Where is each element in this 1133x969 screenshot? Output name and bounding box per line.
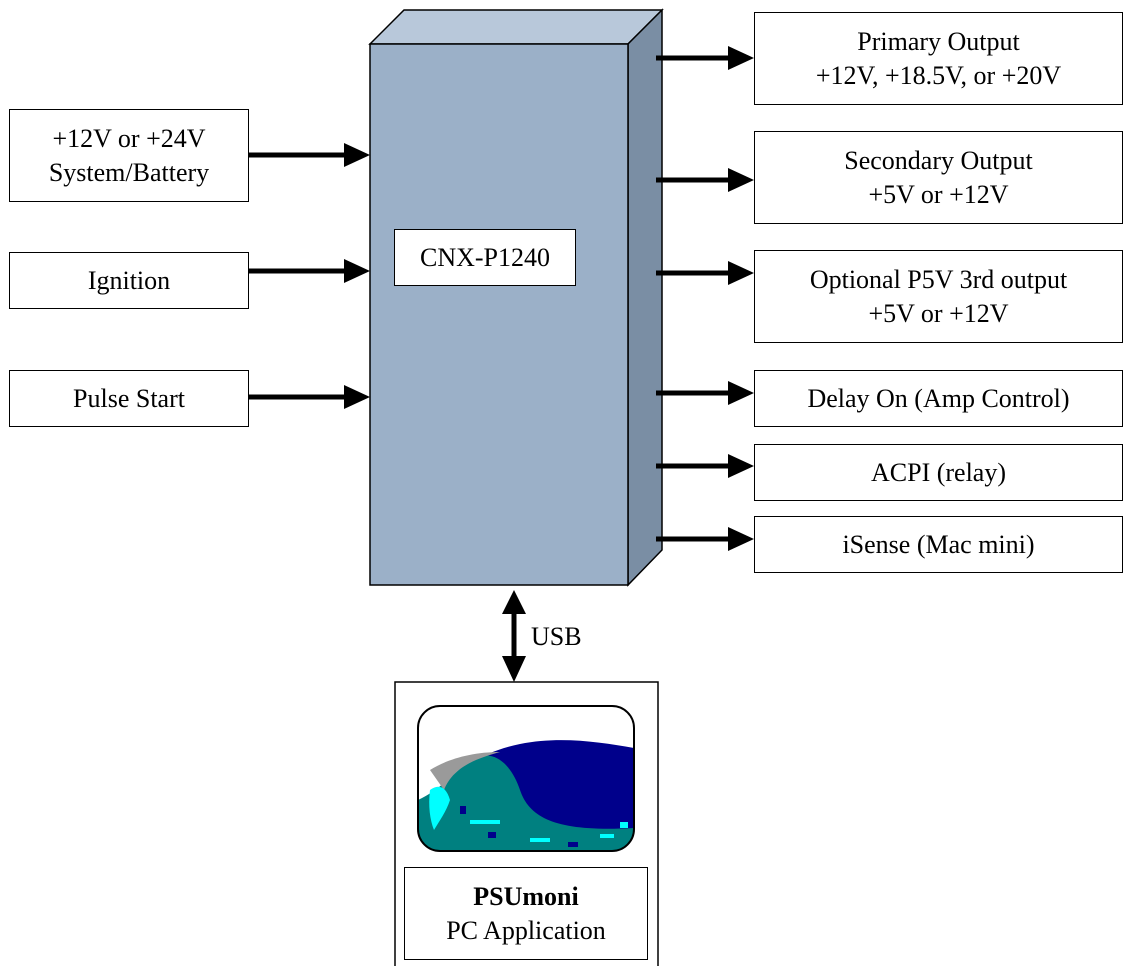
output-box-delay-on: Delay On (Amp Control) bbox=[754, 370, 1123, 427]
application-panel bbox=[394, 681, 659, 966]
output-isense-label: iSense (Mac mini) bbox=[842, 529, 1035, 559]
application-name: PSUmoni bbox=[473, 881, 579, 911]
output-primary-line-1: Primary Output bbox=[857, 26, 1020, 56]
output-box-acpi: ACPI (relay) bbox=[754, 444, 1123, 501]
output-secondary-line-2: +5V or +12V bbox=[868, 179, 1009, 209]
output-box-third: Optional P5V 3rd output +5V or +12V bbox=[754, 250, 1123, 343]
usb-label: USB bbox=[531, 622, 582, 651]
output-box-isense: iSense (Mac mini) bbox=[754, 516, 1123, 573]
input-arrows bbox=[249, 143, 370, 409]
device-side-face bbox=[627, 8, 663, 587]
output-third-line-1: Optional P5V 3rd output bbox=[809, 264, 1068, 294]
device-top-face bbox=[368, 9, 664, 45]
usb-arrow bbox=[502, 590, 526, 682]
output-primary-line-2: +12V, +18.5V, or +20V bbox=[815, 60, 1062, 90]
input-supply-line-2: System/Battery bbox=[48, 157, 210, 187]
device-label: CNX-P1240 bbox=[419, 242, 550, 272]
input-box-supply: +12V or +24V System/Battery bbox=[9, 109, 249, 202]
output-box-primary: Primary Output +12V, +18.5V, or +20V bbox=[754, 12, 1123, 105]
output-box-secondary: Secondary Output +5V or +12V bbox=[754, 131, 1123, 224]
application-name-box: PSUmoni PC Application bbox=[404, 867, 648, 960]
output-acpi-label: ACPI (relay) bbox=[870, 457, 1006, 487]
psumoni-logo bbox=[417, 705, 635, 852]
input-ignition-label: Ignition bbox=[87, 265, 171, 295]
input-box-ignition: Ignition bbox=[9, 252, 249, 309]
device-label-box: CNX-P1240 bbox=[394, 229, 576, 286]
output-secondary-line-1: Secondary Output bbox=[844, 145, 1033, 175]
input-supply-line-1: +12V or +24V bbox=[52, 123, 206, 153]
device-front-face bbox=[369, 43, 629, 586]
output-delay-on-label: Delay On (Amp Control) bbox=[807, 383, 1070, 413]
application-subtitle: PC Application bbox=[446, 915, 606, 945]
output-third-line-2: +5V or +12V bbox=[868, 298, 1009, 328]
output-arrows bbox=[656, 46, 754, 551]
input-pulse-start-label: Pulse Start bbox=[73, 383, 185, 413]
input-box-pulse-start: Pulse Start bbox=[9, 370, 249, 427]
device-block bbox=[368, 8, 664, 587]
